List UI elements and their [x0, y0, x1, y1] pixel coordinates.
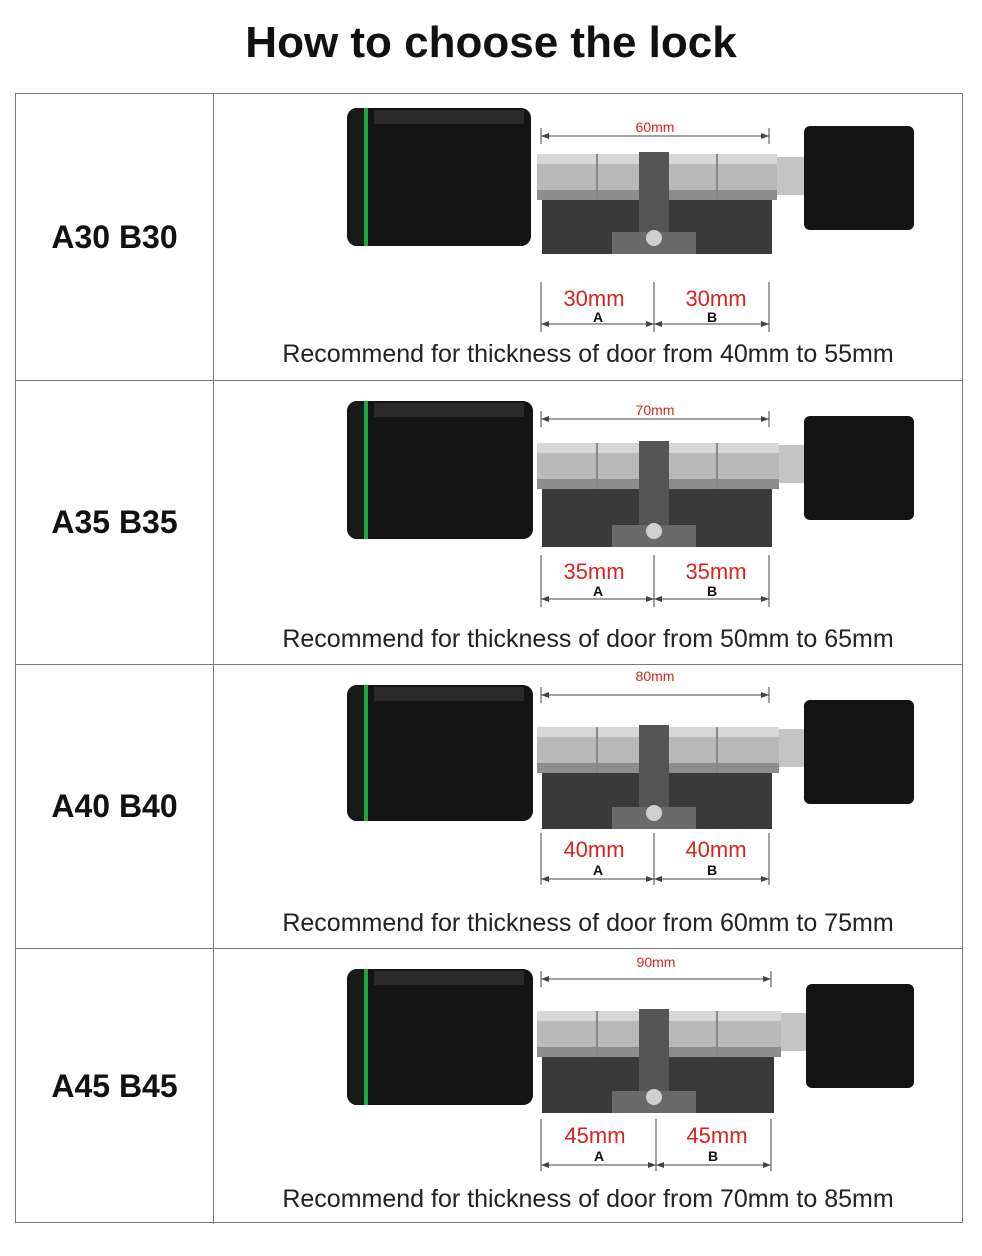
table-row: A40 B40 — [16, 664, 962, 948]
size-label: A40 B40 — [51, 788, 178, 824]
total-length-label: 60mm — [636, 119, 675, 135]
size-cell: A30 B30 — [16, 94, 214, 380]
b-length-label: 30mm — [685, 286, 746, 311]
table-row: A35 B35 — [16, 380, 962, 664]
page-title: How to choose the lock — [245, 18, 737, 67]
b-letter: B — [707, 309, 717, 325]
lock-diagram: 80mm 40mm 40mm A B — [347, 668, 914, 885]
a-letter: A — [593, 583, 603, 599]
a-length-label: 30mm — [563, 286, 624, 311]
dimension-markings: 70mm 35mm 35mm A B — [540, 402, 770, 607]
recommend-text: Recommend for thickness of door from 70m… — [282, 1185, 894, 1213]
smart-lock-image — [347, 685, 914, 829]
size-cell: A40 B40 — [16, 665, 214, 948]
smart-lock-image — [347, 401, 914, 547]
recommend-text: Recommend for thickness of door from 60m… — [282, 909, 894, 937]
lock-size-table: A30 B30 — [15, 93, 963, 1224]
lock-diagram-cell: 90mm 45mm 45mm A B Recommend for thickne… — [214, 949, 962, 1224]
lock-diagram: 60mm 30mm 30mm A B — [347, 108, 914, 332]
a-letter: A — [594, 1148, 604, 1164]
size-label: A35 B35 — [51, 504, 178, 540]
recommend-text: Recommend for thickness of door from 40m… — [282, 340, 894, 368]
total-length-label: 80mm — [636, 668, 675, 684]
table-row: A45 B45 — [16, 948, 962, 1224]
a-letter: A — [593, 862, 603, 878]
smart-lock-image — [347, 108, 914, 254]
dimension-markings: 60mm 30mm 30mm A B — [540, 119, 770, 332]
dimension-markings: 80mm 40mm 40mm A B — [540, 668, 770, 885]
b-letter: B — [707, 862, 717, 878]
lock-diagram: 90mm 45mm 45mm A B — [347, 954, 914, 1171]
lock-diagram-cell: 70mm 35mm 35mm A B Recommend for thickne… — [214, 381, 962, 664]
recommend-text: Recommend for thickness of door from 50m… — [282, 625, 894, 653]
a-letter: A — [593, 309, 603, 325]
smart-lock-image — [347, 969, 914, 1113]
a-length-label: 35mm — [563, 559, 624, 584]
lock-diagram-cell: 80mm 40mm 40mm A B Recommend for thickne… — [214, 665, 962, 948]
total-length-label: 70mm — [636, 402, 675, 418]
table-row: A30 B30 — [16, 94, 962, 380]
dimension-markings: 90mm 45mm 45mm A B — [540, 954, 772, 1171]
b-letter: B — [707, 583, 717, 599]
b-length-label: 45mm — [686, 1123, 747, 1148]
b-letter: B — [708, 1148, 718, 1164]
size-label: A30 B30 — [51, 218, 178, 255]
size-label: A45 B45 — [51, 1068, 178, 1104]
size-cell: A45 B45 — [16, 949, 214, 1224]
lock-diagram-cell: 60mm 30mm 30mm A B Recommend for thickn — [214, 94, 962, 380]
total-length-label: 90mm — [637, 954, 676, 970]
b-length-label: 35mm — [685, 559, 746, 584]
size-cell: A35 B35 — [16, 381, 214, 664]
b-length-label: 40mm — [685, 837, 746, 862]
a-length-label: 45mm — [564, 1123, 625, 1148]
a-length-label: 40mm — [563, 837, 624, 862]
lock-diagram: 70mm 35mm 35mm A B — [347, 401, 914, 607]
